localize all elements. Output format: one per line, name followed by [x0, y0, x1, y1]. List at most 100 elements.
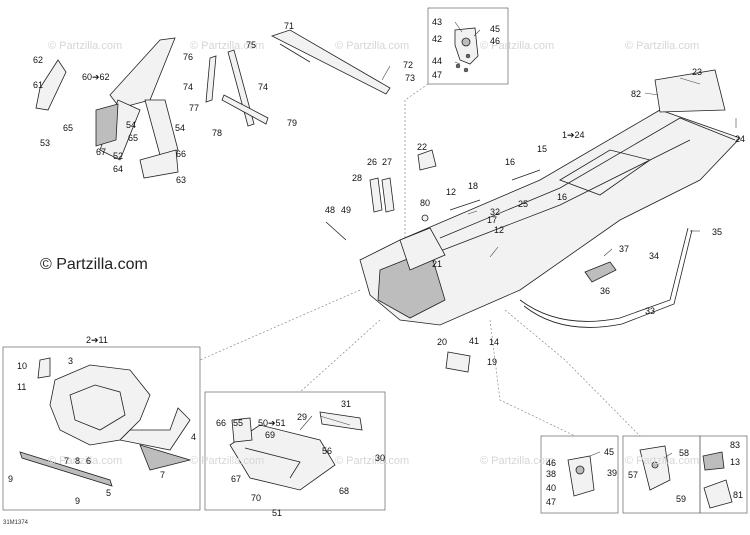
box-bracket-small: [540, 435, 619, 514]
box-front-frame: [2, 346, 201, 511]
part-label: 20: [437, 337, 448, 347]
upper-column-60: [95, 37, 179, 179]
part-label: 37: [619, 244, 630, 254]
part-label: 25: [518, 199, 529, 209]
box-skid-plate: [204, 391, 386, 511]
part-label: 67: [96, 147, 107, 157]
watermark: © Partzilla.com: [625, 455, 700, 467]
part-label: 19: [487, 357, 498, 367]
part-label: 46: [490, 36, 501, 46]
strut-74: [205, 49, 269, 127]
part-label: 32: [490, 207, 501, 217]
part-label: 59: [676, 494, 687, 504]
part-label: 65: [128, 133, 139, 143]
part-label: 74: [183, 82, 194, 92]
bracket-38: [567, 455, 595, 497]
part-label: 16: [557, 192, 568, 202]
watermark: © Partzilla.com: [335, 40, 410, 52]
watermark: © Partzilla.com: [625, 40, 700, 52]
watermark: © Partzilla.com: [48, 40, 123, 52]
part-label: 56: [322, 446, 333, 456]
part-label: 39: [607, 468, 618, 478]
rail-33: [519, 227, 693, 328]
part-label: 14: [489, 337, 500, 347]
part-label: 28: [352, 173, 363, 183]
watermark: © Partzilla.com: [335, 455, 410, 467]
part-label: 30: [375, 453, 386, 463]
part-label: 62: [33, 55, 44, 65]
connector-skid-box: [299, 319, 381, 393]
connector-front-box: [199, 289, 361, 361]
bracket-22: [417, 149, 437, 171]
part-label: 66: [176, 149, 187, 159]
brand-text: © Partzilla.com: [40, 256, 148, 273]
part-label: 41: [469, 336, 480, 346]
part-label: 76: [183, 52, 194, 62]
connector-side-box: [504, 309, 641, 437]
part-label: 31: [341, 399, 352, 409]
part-label: 7: [160, 470, 166, 480]
part-label: 47: [546, 497, 557, 507]
part-label: 3: [68, 356, 74, 366]
steering-support-71: [270, 29, 391, 95]
part-label: 82: [631, 89, 642, 99]
part-label: 64: [113, 164, 124, 174]
part-label: 74: [258, 82, 269, 92]
part-label: 18: [468, 181, 479, 191]
part-label: 16: [505, 157, 516, 167]
part-label: 23: [692, 67, 703, 77]
part-label: 10: [17, 361, 28, 371]
part-label: 7: [64, 456, 70, 466]
watermark: © Partzilla.com: [480, 455, 555, 467]
part-label: 1➔24: [562, 130, 585, 140]
part-label: 68: [339, 486, 350, 496]
part-label: 75: [246, 40, 257, 50]
part-label: 80: [420, 198, 431, 208]
part-label: 63: [176, 175, 187, 185]
leader-lines: [299, 21, 737, 459]
part-label: 45: [604, 447, 615, 457]
part-label: 36: [600, 286, 611, 296]
part-label: 17: [487, 215, 498, 225]
part-label: 50➔51: [258, 418, 286, 428]
connector-top-box: [404, 83, 429, 240]
part-label: 71: [284, 21, 295, 31]
part-label: 79: [287, 118, 298, 128]
part-label: 69: [265, 430, 276, 440]
part-label: 53: [40, 138, 51, 148]
part-label: 38: [546, 469, 557, 479]
part-label: 70: [251, 493, 262, 503]
plate-5: [19, 451, 113, 487]
bracket-13: [702, 451, 733, 509]
part-label: 77: [189, 103, 200, 113]
part-label: 57: [628, 470, 639, 480]
part-label: 72: [403, 60, 414, 70]
part-label: 51: [272, 508, 283, 518]
part-label: 65: [63, 123, 74, 133]
part-label: 8: [75, 456, 81, 466]
part-label: 48: [325, 205, 336, 215]
part-label: 34: [649, 251, 660, 261]
part-label: 55: [233, 418, 244, 428]
drawing-code: 31M1374: [3, 520, 29, 526]
part-label: 78: [212, 128, 223, 138]
part-label: 9: [8, 474, 14, 484]
part-label: 24: [735, 134, 746, 144]
clip-26-27: [369, 177, 395, 213]
part-label: 12: [494, 225, 505, 235]
part-label: 42: [432, 34, 443, 44]
footrest-36: [584, 261, 617, 283]
part-label: 35: [712, 227, 723, 237]
part-label: 13: [730, 457, 741, 467]
part-label: 81: [733, 490, 744, 500]
part-label: 54: [175, 123, 186, 133]
part-label: 73: [405, 73, 416, 83]
part-label: 60➔62: [82, 72, 110, 82]
connector-small-box: [489, 319, 576, 437]
part-label: 66: [216, 418, 227, 428]
part-label: 58: [679, 448, 690, 458]
part-label: 54: [126, 120, 137, 130]
part-label: 6: [86, 456, 92, 466]
